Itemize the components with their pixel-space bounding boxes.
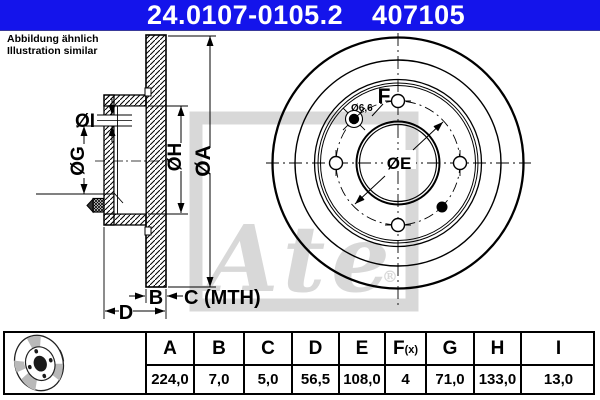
spec-col-e: E 108,0 xyxy=(340,333,386,393)
part-number-bar: 24.0107-0105.2 407105 xyxy=(0,0,600,31)
spec-col-a: A 224,0 xyxy=(147,333,195,393)
disc-thumbnail-cell xyxy=(5,333,147,393)
spec-value: 108,0 xyxy=(343,371,381,388)
spec-col-d: D 56,5 xyxy=(293,333,340,393)
spec-value: 224,0 xyxy=(151,371,189,388)
set-screw-stud xyxy=(86,197,105,214)
spec-header: E xyxy=(340,333,384,366)
spec-value: 13,0 xyxy=(543,371,574,388)
spec-header: H xyxy=(475,333,520,366)
label-min-thickness-c: C (MTH) xyxy=(184,287,261,309)
spec-value: 7,0 xyxy=(208,371,230,388)
spec-header: F(x) xyxy=(386,333,425,366)
label-thickness-b: B xyxy=(149,287,163,309)
part-number: 24.0107-0105.2 xyxy=(147,0,344,30)
spec-value: 5,0 xyxy=(257,371,279,388)
spec-header: C xyxy=(245,333,291,366)
spec-value: 133,0 xyxy=(478,371,517,388)
disc-thumbnail-illustration xyxy=(13,334,65,392)
front-view xyxy=(266,33,531,308)
label-bore-diameter: ØG xyxy=(68,146,89,176)
bolt-holes xyxy=(328,93,468,233)
ate-watermark: Ate ® xyxy=(189,111,419,313)
spec-col-f: F(x) 4 xyxy=(386,333,427,393)
label-hole-diameter: ØI xyxy=(75,111,95,132)
ate-watermark-script: Ate xyxy=(199,205,396,313)
label-set-screw-hole-size: Ø6,6 xyxy=(351,103,373,114)
spec-header: I xyxy=(522,333,595,366)
spec-value: 4 xyxy=(401,371,410,388)
spec-col-c: C 5,0 xyxy=(245,333,293,393)
label-height-d: D xyxy=(119,302,133,324)
illustration-note: Abbildung ähnlich Illustration similar xyxy=(7,33,99,57)
dimension-labels: ØA ØH ØG ØI B C (MTH) D ØE F Ø6,6 xyxy=(68,85,411,324)
label-outer-diameter: ØA xyxy=(192,145,215,177)
label-hole-count-f: F xyxy=(378,85,391,108)
note-line-en: Illustration similar xyxy=(7,45,98,57)
spec-header: G xyxy=(427,333,473,366)
spec-header: B xyxy=(195,333,243,366)
spec-header: A xyxy=(147,333,193,366)
registered-trademark-symbol: ® xyxy=(382,267,398,286)
label-bolt-circle-e: ØE xyxy=(387,154,412,173)
spec-header: D xyxy=(293,333,338,366)
cross-section-view xyxy=(36,34,216,319)
spec-col-i: I 13,0 xyxy=(522,333,595,393)
alternate-part-number: 407105 xyxy=(372,0,466,30)
spec-value: 56,5 xyxy=(300,371,331,388)
spec-table: A 224,0 B 7,0 C 5,0 D 56,5 E 108,0 F(x) … xyxy=(3,331,595,395)
note-line-de: Abbildung ähnlich xyxy=(7,33,99,45)
spec-value: 71,0 xyxy=(435,371,465,388)
spec-col-b: B 7,0 xyxy=(195,333,245,393)
label-hat-diameter: ØH xyxy=(165,143,186,172)
locating-dot xyxy=(436,201,448,213)
spec-col-g: G 71,0 xyxy=(427,333,475,393)
spec-col-h: H 133,0 xyxy=(475,333,522,393)
